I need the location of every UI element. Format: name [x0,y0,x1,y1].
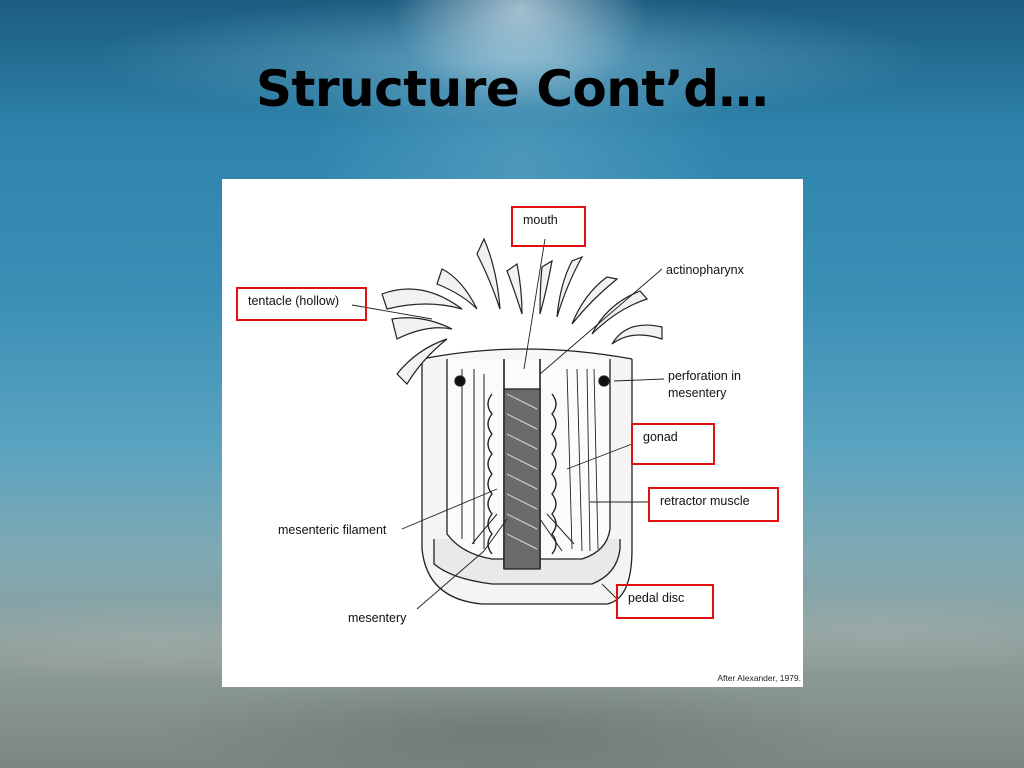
label-perforation-line1: perforation in [668,369,741,383]
tentacle-7 [556,255,584,318]
label-gonad: gonad [631,423,715,465]
label-pedal-disc: pedal disc [616,584,714,619]
tentacle-3 [436,268,478,310]
label-mesenteric-filament: mesenteric filament [278,523,387,537]
anemone-illustration [351,237,665,610]
anemone-diagram: mouth actinopharynx tentacle (hollow) pe… [222,179,803,687]
tentacle-11 [396,338,448,385]
label-actinopharynx: actinopharynx [666,263,744,277]
tentacle-8 [571,276,619,325]
tentacle-9 [591,290,649,335]
label-mouth: mouth [511,206,586,247]
tentacle-10 [611,324,663,345]
tentacle-1 [391,317,453,340]
tentacle-5 [506,262,523,315]
label-tentacle: tentacle (hollow) [236,287,367,321]
tentacle-6 [539,259,553,315]
label-retractor-muscle: retractor muscle [648,487,779,522]
figure-credit: After Alexander, 1979. [717,673,801,683]
slide-title: Structure Cont’d… [255,60,769,118]
label-mesentery: mesentery [348,611,407,625]
tentacle-2 [381,288,463,310]
tentacle-4 [476,237,501,310]
label-perforation-line2: mesentery [668,386,727,400]
